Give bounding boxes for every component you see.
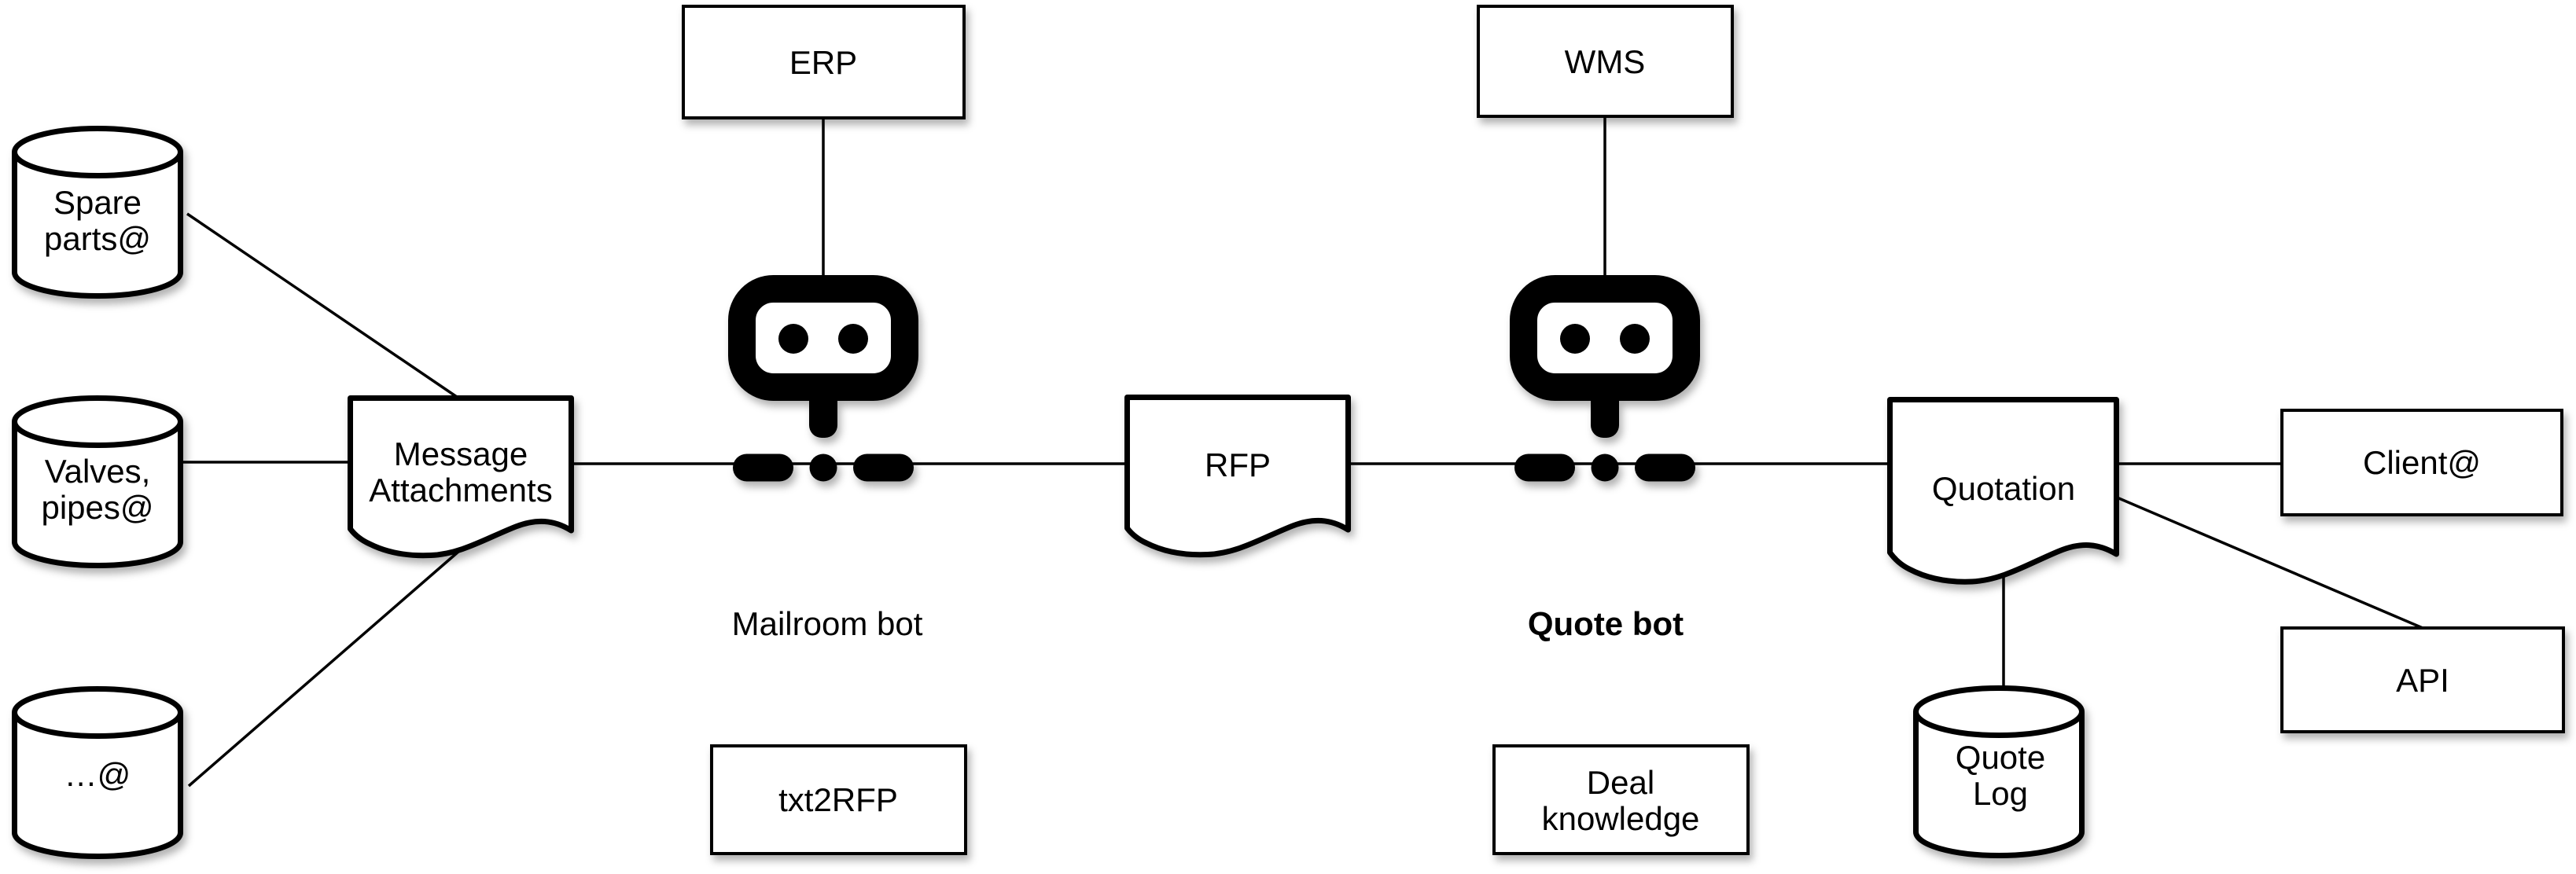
connector-quotation-to-api <box>2114 495 2423 630</box>
doc-message-attachments-label-line1: Message <box>394 435 528 472</box>
robot-eye-left <box>778 324 808 354</box>
mailroom-bot-label: Mailroom bot <box>732 605 923 642</box>
robot-body-dot <box>1591 454 1619 482</box>
box-client <box>2280 409 2563 516</box>
box-wms <box>1477 5 1734 118</box>
cylinder-valves-pipes-label-line1: Valves, <box>45 453 151 490</box>
cylinder-spare-parts-body <box>12 152 183 299</box>
robot-eye-right <box>1620 324 1650 354</box>
cylinder-quote-log <box>1913 685 2085 858</box>
connector-other-mailbox-to-message-attachments <box>187 549 461 788</box>
doc-quotation <box>1887 397 2119 585</box>
robot-head <box>1510 275 1700 401</box>
cylinder-valves-pipes <box>12 395 183 568</box>
robot-eye-left <box>1560 324 1590 354</box>
cylinder-valves-pipes-top <box>12 395 183 448</box>
doc-quotation-label: Quotation <box>1932 470 2075 507</box>
robot-head <box>728 275 918 401</box>
box-deal-knowledge-label-line1: Deal <box>1587 764 1654 801</box>
cylinder-other-mailbox-top <box>12 686 183 739</box>
doc-message-attachments <box>348 395 574 559</box>
quote-bot-label: Quote bot <box>1528 605 1684 642</box>
cylinder-other-mailbox-label: …@ <box>64 756 131 793</box>
cylinder-spare-parts <box>12 126 183 299</box>
robot-eye-right <box>838 324 868 354</box>
doc-message-attachments-label-line2: Attachments <box>369 472 552 509</box>
cylinder-other-mailbox-body <box>12 712 183 859</box>
box-erp-label: ERP <box>789 44 857 81</box>
robot-arm-right <box>853 454 914 482</box>
box-api-label: API <box>2396 662 2449 699</box>
cylinder-spare-parts-top <box>12 126 183 178</box>
robot-arm-left <box>1514 454 1575 482</box>
cylinder-valves-pipes-label-line2: pipes@ <box>41 489 153 526</box>
cylinder-quote-log-top <box>1913 685 2085 738</box>
box-deal-knowledge-label-line2: knowledge <box>1542 800 1700 837</box>
robot-arm-left <box>733 454 793 482</box>
connector-spare-parts-to-message-attachments <box>186 212 458 398</box>
quote-bot-icon <box>1510 275 1700 482</box>
box-deal-knowledge <box>1492 744 1750 855</box>
cylinder-valves-pipes-body <box>12 421 183 568</box>
box-txt2rfp-label: txt2RFP <box>778 781 898 818</box>
cylinder-quote-log-label-line1: Quote <box>1956 739 2045 776</box>
robot-body-dot <box>809 454 837 482</box>
mailroom-bot-icon <box>728 275 918 482</box>
box-txt2rfp <box>710 744 967 855</box>
cylinder-spare-parts-label-line2: parts@ <box>44 220 151 257</box>
box-erp <box>682 5 966 119</box>
box-wms-label: WMS <box>1565 43 1646 80</box>
robot-arm-right <box>1635 454 1695 482</box>
box-api <box>2280 626 2565 733</box>
doc-rfp-label: RFP <box>1205 446 1271 483</box>
cylinder-other-mailbox <box>12 686 183 859</box>
cylinder-quote-log-label-line2: Log <box>1973 775 2028 812</box>
box-client-label: Client@ <box>2363 444 2481 481</box>
connectors <box>183 116 2423 788</box>
cylinder-spare-parts-label-line1: Spare <box>53 184 142 221</box>
cylinder-quote-log-body <box>1913 711 2085 858</box>
doc-rfp <box>1124 395 1351 558</box>
